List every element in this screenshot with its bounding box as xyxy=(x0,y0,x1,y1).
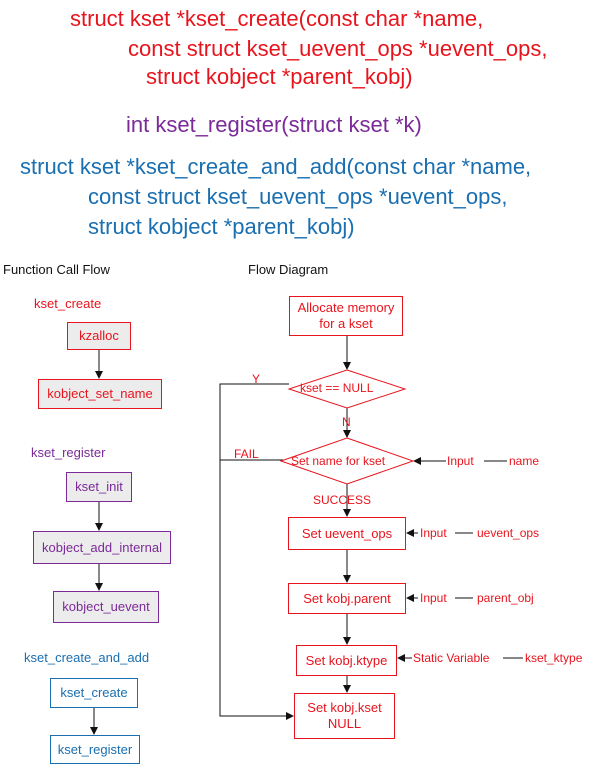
flow-box-set-kobj-ktype: Set kobj.ktype xyxy=(296,645,397,676)
null-check-diamond xyxy=(287,369,407,409)
flow-box-set-kobj-kset-null: Set kobj.kset NULL xyxy=(294,693,395,739)
call-flow-title-kset-create: kset_create xyxy=(34,296,102,311)
input-label-static-variable: Static Variable xyxy=(413,651,490,665)
flow-label-success: SUCCESS xyxy=(313,493,372,507)
input-label-name: name xyxy=(509,454,540,468)
kset-create-signature-line-2: const struct kset_uevent_ops *uevent_ops… xyxy=(128,36,548,61)
call-box-kset-init: kset_init xyxy=(66,472,132,502)
input-label-uevent-ops: uevent_ops xyxy=(477,526,540,540)
call-flow-title-kset-register: kset_register xyxy=(31,445,106,460)
call-box-kzalloc: kzalloc xyxy=(67,322,131,350)
flow-box-set-uevent-ops: Set uevent_ops xyxy=(288,517,406,550)
input-label-name-source: Input xyxy=(447,454,474,468)
kset-create-signature-line-1: struct kset *kset_create(const char *nam… xyxy=(70,6,484,31)
flow-diagram-heading: Flow Diagram xyxy=(248,262,329,277)
kset-create-signature-line-3: struct kobject *parent_kobj) xyxy=(146,64,413,89)
call-box-kobject-uevent: kobject_uevent xyxy=(53,591,159,623)
input-label-parent-source: Input xyxy=(420,591,447,605)
kset-create-and-add-signature-line-1: struct kset *kset_create_and_add(const c… xyxy=(20,154,532,179)
flow-label-fail: FAIL xyxy=(234,447,259,461)
set-name-diamond xyxy=(279,437,415,485)
call-box-kobject-add-internal: kobject_add_internal xyxy=(33,531,171,564)
call-flow-title-kset-create-and-add: kset_create_and_add xyxy=(24,650,150,665)
input-label-uevent-source: Input xyxy=(420,526,447,540)
kset-create-and-add-signature-line-2: const struct kset_uevent_ops *uevent_ops… xyxy=(88,184,508,209)
flow-box-allocate-memory: Allocate memory for a kset xyxy=(289,296,403,336)
kset-register-signature: int kset_register(struct kset *k) xyxy=(126,112,422,137)
flow-label-yes: Y xyxy=(252,372,261,386)
call-box-kset-create: kset_create xyxy=(50,678,138,708)
flow-decision-null-check: kset == NULL xyxy=(300,381,374,395)
call-box-kset-register: kset_register xyxy=(50,735,140,764)
flow-box-set-kobj-parent: Set kobj.parent xyxy=(288,583,406,614)
kset-create-and-add-signature-line-3: struct kobject *parent_kobj) xyxy=(88,214,355,239)
flow-decision-set-name: Set name for kset xyxy=(291,454,386,468)
flow-label-no: N xyxy=(342,415,351,429)
input-label-parent-obj: parent_obj xyxy=(477,591,534,605)
call-box-kobject-set-name: kobject_set_name xyxy=(38,379,162,409)
function-call-flow-heading: Function Call Flow xyxy=(3,262,110,277)
input-label-kset-ktype: kset_ktype xyxy=(525,651,583,665)
